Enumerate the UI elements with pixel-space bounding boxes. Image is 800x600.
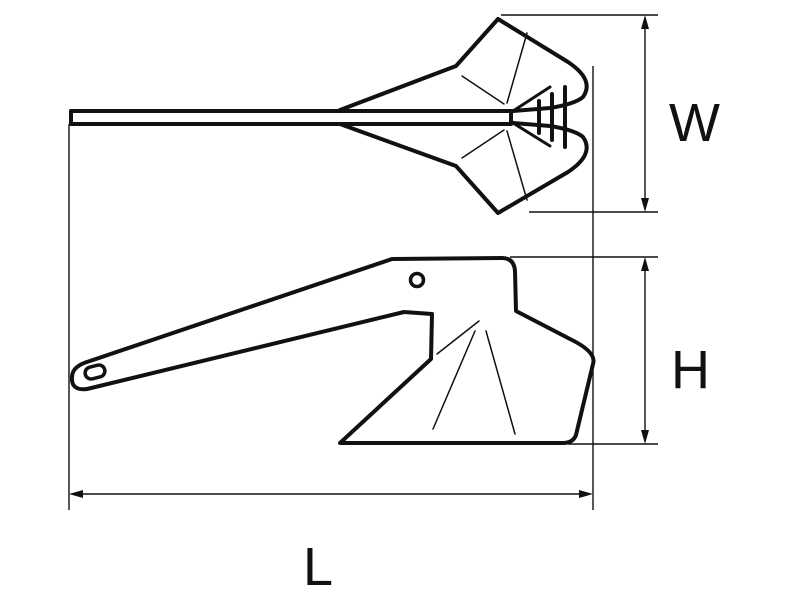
shank-hole: [408, 271, 426, 289]
shank-eye-slot: [83, 363, 107, 381]
top-shank: [69, 109, 513, 126]
length-label: L: [303, 537, 334, 597]
top-lower-fluke: [338, 121, 589, 215]
height-label: H: [671, 340, 710, 400]
top-upper-fluke: [338, 17, 589, 113]
arrowheads: [69, 15, 649, 498]
side-anchor-outline: [69, 256, 596, 445]
top-view: [69, 17, 589, 215]
l-arrow-left-icon: [69, 490, 83, 498]
w-arrow-down-icon: [641, 198, 649, 212]
width-label: W: [669, 93, 720, 153]
l-arrow-right-icon: [579, 490, 593, 498]
h-arrow-down-icon: [641, 430, 649, 444]
w-arrow-up-icon: [641, 15, 649, 29]
dimension-lines: [68, 14, 658, 510]
h-arrow-up-icon: [641, 257, 649, 271]
side-view: [69, 256, 596, 445]
